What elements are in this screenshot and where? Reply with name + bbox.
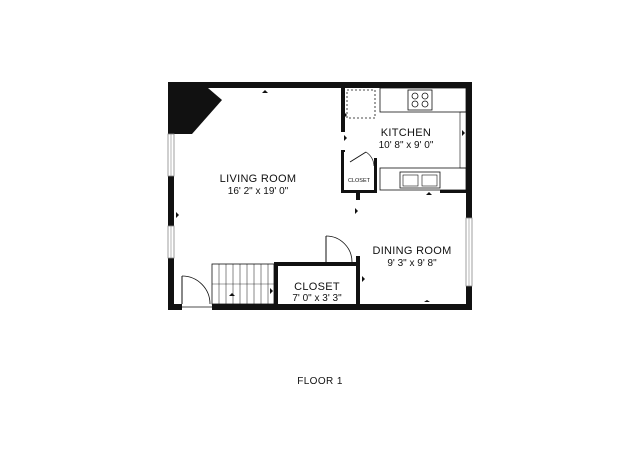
closet-top-wall (274, 262, 360, 266)
wall-bottom-left (168, 304, 182, 310)
closet-dims: 7' 0" x 3' 3" (292, 293, 342, 304)
kitchen-west-wall (341, 82, 345, 132)
wall-right (466, 82, 472, 310)
refrigerator-outline (346, 89, 376, 119)
wall-left (168, 82, 174, 310)
dining-room-name: DINING ROOM (372, 245, 451, 257)
wall-top (168, 82, 472, 88)
outlet-markers (176, 90, 465, 302)
windows (167, 133, 473, 287)
stove (407, 89, 433, 111)
dining-west-wall (356, 256, 360, 306)
kitchen-name: KITCHEN (381, 127, 431, 139)
exterior-walls (168, 82, 472, 310)
room-labels: LIVING ROOM 16' 2" x 19' 0" KITCHEN 10' … (220, 127, 452, 304)
wall-bottom-right (212, 304, 472, 310)
kitchen-dining-wall-right (440, 190, 472, 193)
dining-room-dims: 9' 3" x 9' 8" (387, 258, 437, 269)
kitchen-closet-east-wall (374, 158, 377, 193)
kitchen-fixtures (346, 87, 467, 191)
kitchen-closet-west-wall (341, 150, 344, 192)
fireplace-block (174, 88, 222, 134)
sink (399, 171, 441, 189)
kitchen-counter-bottom (379, 167, 467, 191)
floor-label: FLOOR 1 (297, 376, 343, 387)
kitchen-dims: 10' 8" x 9' 0" (379, 140, 434, 151)
interior-walls (274, 82, 472, 306)
entry-door (181, 275, 212, 308)
kitchen-counter-right (459, 111, 467, 169)
kitchen-closet-door (349, 151, 375, 167)
living-room-dims: 16' 2" x 19' 0" (228, 186, 289, 197)
kitchen-counter-top (379, 87, 467, 113)
kitchen-closet-name: CLOSET (348, 178, 371, 184)
kitchen-dining-wall-left (356, 190, 360, 200)
closet-name: CLOSET (294, 281, 340, 293)
closet-door (325, 235, 353, 263)
living-room-name: LIVING ROOM (220, 173, 297, 185)
closet-west-wall (274, 262, 278, 306)
staircase (211, 263, 275, 305)
